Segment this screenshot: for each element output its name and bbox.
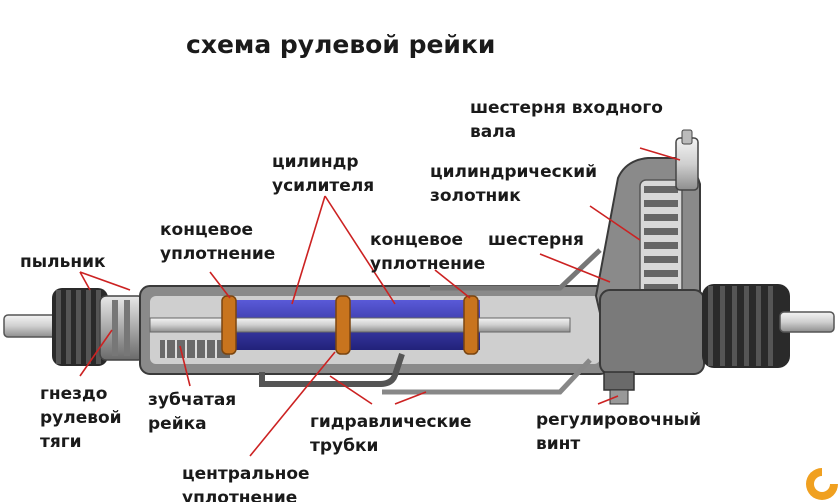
hydraulic-tube-upper	[259, 353, 405, 387]
leader-boot	[79, 271, 91, 291]
right-gear-housing	[599, 289, 705, 375]
leader-spool	[589, 205, 641, 241]
left-boot	[52, 288, 108, 366]
tie-rod-socket	[99, 295, 145, 361]
label-end-seal-left: концевое уплотнение	[160, 220, 276, 264]
leader-rack	[179, 345, 191, 387]
label-boot: пыльник	[20, 252, 106, 272]
leader-tie-rod	[79, 329, 113, 377]
seal-left	[221, 295, 237, 355]
leader-hydraulic	[329, 375, 373, 405]
label-pinion: шестерня	[488, 230, 584, 250]
label-cylinder: цилиндр усилителя	[272, 152, 375, 196]
label-input-gear: шестерня входного вала	[470, 98, 663, 142]
label-adjusting-screw: регулировочный винт	[536, 410, 702, 454]
label-tie-rod-socket: гнездо рулевой тяги	[40, 384, 122, 452]
label-spool-valve: цилиндрический золотник	[430, 162, 598, 206]
leader-end-seal-left	[209, 271, 231, 299]
leader-pinion	[539, 253, 611, 283]
leader-end-seal-right	[434, 269, 471, 299]
label-hydraulic-tubes: гидравлические трубки	[310, 412, 472, 456]
leader-adjusting	[597, 395, 619, 405]
hydraulic-tube-lower	[382, 358, 592, 395]
label-rack: зубчатая рейка	[148, 390, 237, 434]
right-rod-end	[779, 311, 835, 333]
label-end-seal-right: концевое уплотнение	[370, 230, 486, 274]
diagram-title: схема рулевой рейки	[186, 30, 496, 59]
leader-boot-2	[79, 271, 131, 291]
main-housing	[139, 285, 611, 375]
leader-hydraulic-2	[394, 391, 427, 405]
seal-center	[335, 295, 351, 355]
leader-input-gear	[639, 147, 681, 161]
leader-cylinder	[291, 195, 326, 305]
adjusting-screw-body	[603, 371, 635, 405]
hydraulic-tube-top	[430, 248, 602, 291]
seal-right	[463, 295, 479, 355]
leader-cylinder-2	[324, 195, 396, 305]
label-center-seal: центральное уплотнение	[182, 464, 310, 502]
leader-center-seal	[249, 351, 336, 457]
brand-logo-icon	[806, 468, 838, 500]
right-boot	[702, 284, 790, 368]
